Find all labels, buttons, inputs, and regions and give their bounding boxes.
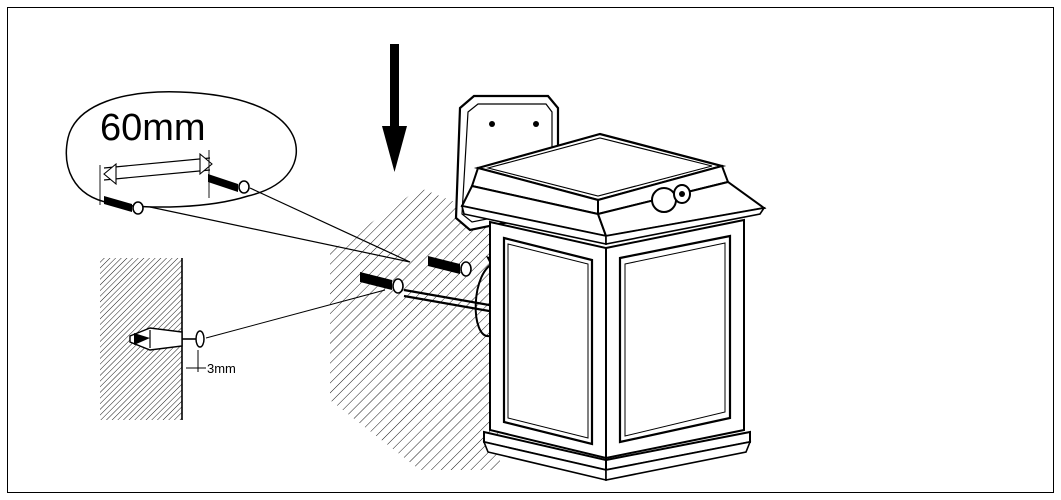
diagram-frame: [7, 7, 1054, 493]
gap-label: 3mm: [207, 361, 236, 376]
wall-anchor: [129, 327, 205, 351]
callout-screw-left: [104, 196, 144, 215]
wall-lantern: [454, 94, 767, 482]
gap-dimension: 3mm: [186, 350, 236, 376]
motion-sensor-icon: [651, 184, 691, 213]
down-arrow-icon: [382, 44, 407, 172]
mounting-wall: [330, 188, 500, 470]
callout-screw-right: [208, 174, 250, 194]
wall-screw-lower: [360, 272, 404, 294]
spacing-label: 60mm: [100, 107, 206, 149]
wall-screw-upper: [428, 256, 472, 277]
